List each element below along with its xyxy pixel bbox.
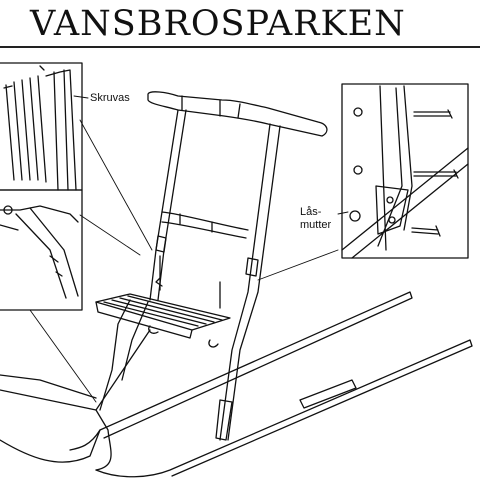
uprights [149,109,281,441]
label-las: Lås- [300,206,322,218]
seat [95,255,231,348]
inset-bracket [0,189,83,311]
crossbar [161,211,249,239]
runner-plate [299,379,357,409]
inset-seat-slats [0,62,83,191]
label-skruvas: Skruvas [90,92,130,104]
leader-lines [29,95,349,403]
title-rule [0,46,480,48]
runners [0,291,473,478]
label-mutter: mutter [300,219,332,231]
page-title: VANSBROSPARKEN [30,4,406,44]
handlebar [147,91,328,137]
inset-lock-nut [341,83,469,259]
